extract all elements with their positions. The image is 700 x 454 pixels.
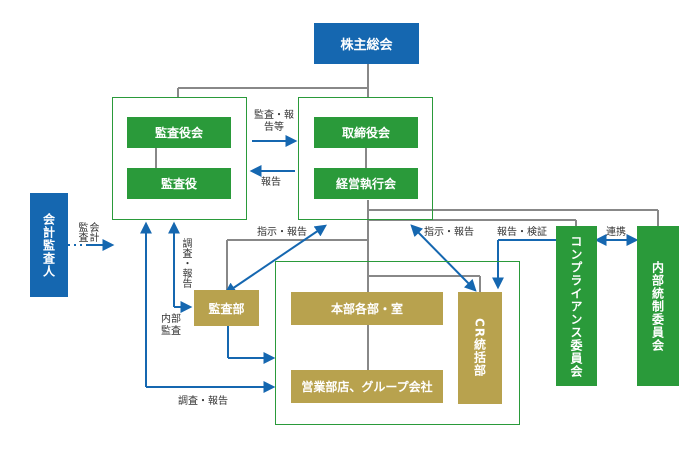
report-label: 報告 (261, 177, 281, 188)
survey-report-horizontal-label: 調査・報告 (178, 396, 228, 407)
executive-committee-box: 経営執行会 (314, 168, 418, 199)
accounting-audit-label: 会計監査 (76, 222, 98, 242)
instruct-report-left-label: 指示・報告 (257, 227, 307, 238)
cooperation-label: 連携 (606, 227, 626, 238)
cr-department-box: CR統括部 (458, 292, 502, 404)
internal-control-committee-box: 内部統制委員会 (637, 226, 679, 386)
survey-report-vertical-label: 調査・報告 (180, 238, 191, 288)
audit-board-box: 監査役会 (127, 117, 231, 148)
operations-frame (275, 261, 520, 425)
external-auditor-box: 会計監査人 (30, 193, 68, 297)
auditor-box: 監査役 (127, 168, 231, 199)
report-verify-label: 報告・検証 (497, 227, 547, 238)
headquarters-departments-box: 本部各部・室 (291, 292, 443, 325)
instruct-report-right-label: 指示・報告 (424, 227, 474, 238)
shareholders-meeting-box: 株主総会 (314, 23, 419, 64)
board-of-directors-box: 取締役会 (314, 117, 418, 148)
branches-group-companies-box: 営業部店、グループ会社 (291, 370, 443, 403)
audit-report-label: 監査・報告等 (254, 110, 294, 133)
internal-audit-label: 内部監査 (161, 314, 181, 337)
compliance-committee-box: コンプライアンス委員会 (556, 226, 597, 386)
board-frame (298, 97, 433, 220)
audit-department-box: 監査部 (194, 290, 259, 326)
audit-board-frame (112, 97, 247, 220)
